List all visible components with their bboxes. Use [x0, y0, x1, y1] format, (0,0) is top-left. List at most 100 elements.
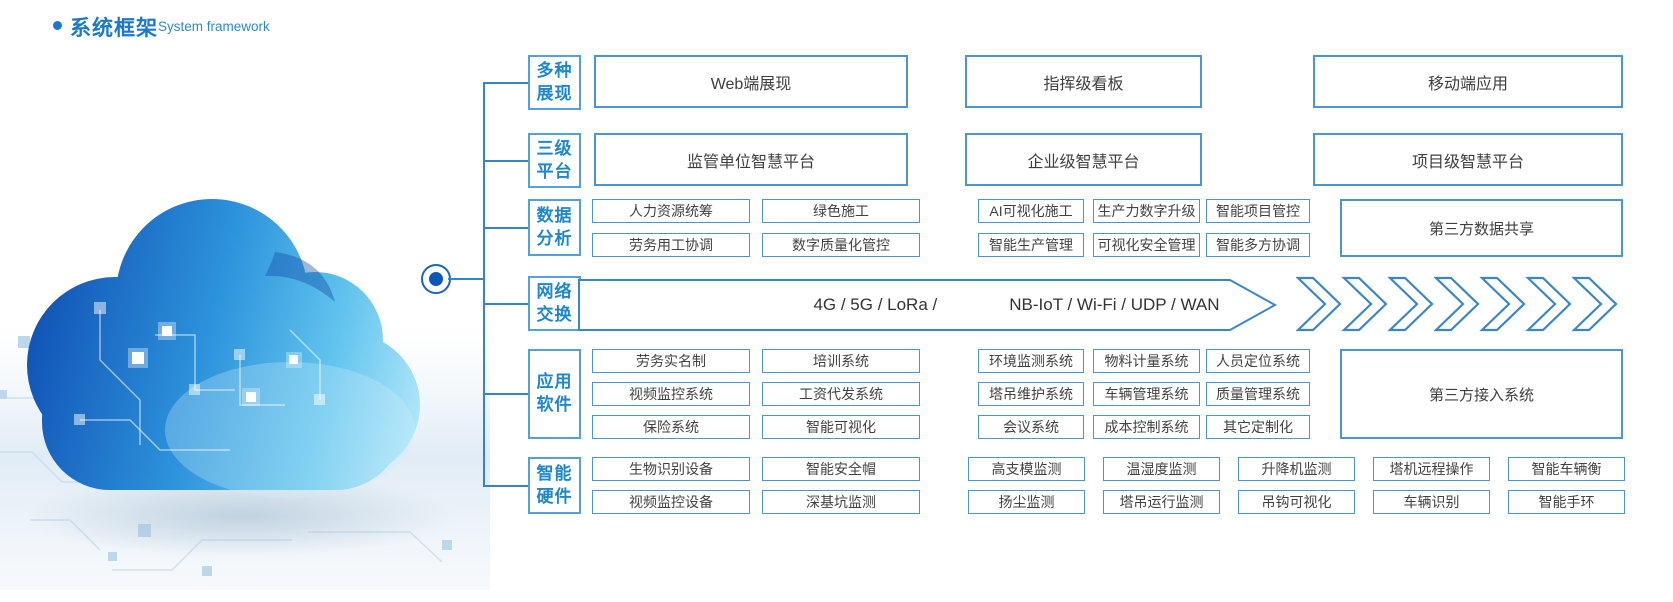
cloud-circuit-squares [74, 302, 325, 425]
box-label: 数字质量化管控 [792, 237, 890, 253]
box-labor-coordination: 劳务用工协调 [592, 233, 750, 257]
box-ai-visual-construction: AI可视化施工 [978, 199, 1084, 223]
box-hoist-monitoring: 升降机监测 [1238, 457, 1355, 481]
category-network: 网络 交换 [528, 276, 581, 331]
network-protocols-right: NB-IoT / Wi-Fi / UDP / WAN [1009, 295, 1220, 314]
box-label: 视频监控设备 [629, 494, 713, 510]
box-cost-control: 成本控制系统 [1093, 415, 1200, 439]
cloud-hub-node-dot-icon [429, 272, 443, 286]
category-network-line1: 网络 [536, 281, 573, 301]
category-data-line2: 分析 [536, 228, 573, 248]
box-label: 项目级智慧平台 [1411, 153, 1524, 171]
box-label: 智能多方协调 [1216, 237, 1300, 253]
box-label: 深基坑监测 [806, 494, 876, 510]
connector-stub-platform [484, 160, 528, 162]
category-platform-line1: 三级 [536, 138, 573, 158]
box-label: 吊钩可视化 [1261, 494, 1332, 510]
box-label: 监管单位智慧平台 [686, 153, 815, 171]
box-label: 人员定位系统 [1216, 353, 1300, 369]
box-deep-pit-monitoring: 深基坑监测 [762, 490, 920, 514]
box-labor-realname: 劳务实名制 [592, 349, 750, 373]
box-label: 其它定制化 [1223, 419, 1293, 435]
box-smart-production-mgmt: 智能生产管理 [978, 233, 1084, 257]
box-label: 视频监控系统 [629, 386, 713, 402]
box-label: 智能车辆衡 [1531, 461, 1602, 477]
box-label: 扬尘监测 [998, 494, 1055, 510]
box-smart-helmet: 智能安全帽 [762, 457, 920, 481]
box-thirdparty-data-sharing: 第三方数据共享 [1340, 199, 1623, 257]
box-video-surveillance-sys: 视频监控系统 [592, 382, 750, 406]
box-label: 车辆管理系统 [1104, 386, 1189, 402]
box-label: 塔吊维护系统 [989, 386, 1073, 402]
category-display-line1: 多种 [536, 60, 573, 80]
page-title: 系统框架 [70, 17, 158, 40]
box-vehicle-recognition: 车辆识别 [1373, 490, 1490, 514]
box-label: 劳务用工协调 [629, 237, 713, 253]
box-dust-monitoring: 扬尘监测 [968, 490, 1085, 514]
box-label: 智能可视化 [806, 419, 876, 435]
cloud-illustration [0, 199, 490, 590]
box-label: 指挥级看板 [1043, 75, 1124, 93]
box-smart-multiparty: 智能多方协调 [1206, 233, 1310, 257]
box-crane-operation-monitoring: 塔吊运行监测 [1103, 490, 1220, 514]
box-productivity-upgrade: 生产力数字升级 [1093, 199, 1200, 223]
box-label: AI可视化施工 [989, 203, 1073, 219]
box-label: Web端展现 [710, 75, 792, 93]
box-env-monitoring: 环境监测系统 [978, 349, 1084, 373]
box-material-metering: 物料计量系统 [1093, 349, 1200, 373]
box-label: 环境监测系统 [989, 353, 1073, 369]
category-software-line2: 软件 [536, 395, 573, 414]
box-formwork-monitoring: 高支模监测 [968, 457, 1085, 481]
category-platform-line2: 平台 [536, 161, 573, 181]
box-label: 工资代发系统 [799, 386, 883, 402]
connector-stub-hardware [484, 485, 528, 487]
box-biometric-device: 生物识别设备 [592, 457, 750, 481]
box-vehicle-mgmt: 车辆管理系统 [1093, 382, 1200, 406]
box-digital-quality-control: 数字质量化管控 [762, 233, 920, 257]
category-platform: 三级 平台 [528, 133, 581, 188]
network-protocols: 4G / 5G / LoRa / NB-IoT / Wi-Fi / UDP / … [578, 279, 1275, 331]
flow-chevrons-icon [1296, 276, 1618, 332]
box-quality-mgmt: 质量管理系统 [1206, 382, 1310, 406]
category-hardware-line1: 智能 [536, 463, 573, 483]
box-training-system: 培训系统 [762, 349, 920, 373]
box-label: 塔机远程操作 [1389, 461, 1474, 477]
box-label: 智能生产管理 [989, 237, 1073, 253]
box-label: 智能安全帽 [806, 461, 876, 477]
category-software-line1: 应用 [536, 372, 573, 392]
box-label: 第三方数据共享 [1428, 220, 1534, 238]
page-subtitle: System framework [158, 19, 270, 34]
box-other-customization: 其它定制化 [1206, 415, 1310, 439]
network-protocols-left: 4G / 5G / LoRa / [813, 295, 938, 314]
box-label: 升降机监测 [1261, 461, 1332, 477]
box-label: 高支模监测 [991, 461, 1062, 477]
connector-stub-data [484, 227, 528, 229]
box-thirdparty-access: 第三方接入系统 [1340, 349, 1623, 439]
box-insurance-system: 保险系统 [592, 415, 750, 439]
box-label: 塔吊运行监测 [1119, 494, 1204, 510]
network-arrow-bar [578, 279, 1278, 331]
box-label: 绿色施工 [813, 203, 869, 219]
box-command-dashboard: 指挥级看板 [965, 55, 1202, 108]
connector-stub-display [484, 82, 528, 84]
box-web-display: Web端展现 [594, 55, 908, 108]
category-network-line2: 交换 [536, 304, 573, 324]
box-label: 物料计量系统 [1104, 353, 1189, 369]
box-label: 会议系统 [1003, 419, 1059, 435]
box-smart-project-control: 智能项目管控 [1206, 199, 1310, 223]
box-label: 生物识别设备 [629, 461, 713, 477]
box-label: 质量管理系统 [1216, 386, 1300, 402]
box-personnel-positioning: 人员定位系统 [1206, 349, 1310, 373]
category-data-line1: 数据 [536, 205, 573, 225]
box-temp-humidity-monitoring: 温湿度监测 [1103, 457, 1220, 481]
box-tower-crane-maintenance: 塔吊维护系统 [978, 382, 1084, 406]
box-project-platform: 项目级智慧平台 [1313, 133, 1623, 186]
connector-stub-network [484, 303, 528, 305]
connector-stub-software [484, 393, 528, 395]
cloud-body [27, 199, 420, 490]
box-green-construction: 绿色施工 [762, 199, 920, 223]
box-label: 企业级智慧平台 [1027, 153, 1140, 171]
box-label: 智能手环 [1538, 494, 1595, 510]
box-enterprise-platform: 企业级智慧平台 [965, 133, 1202, 186]
